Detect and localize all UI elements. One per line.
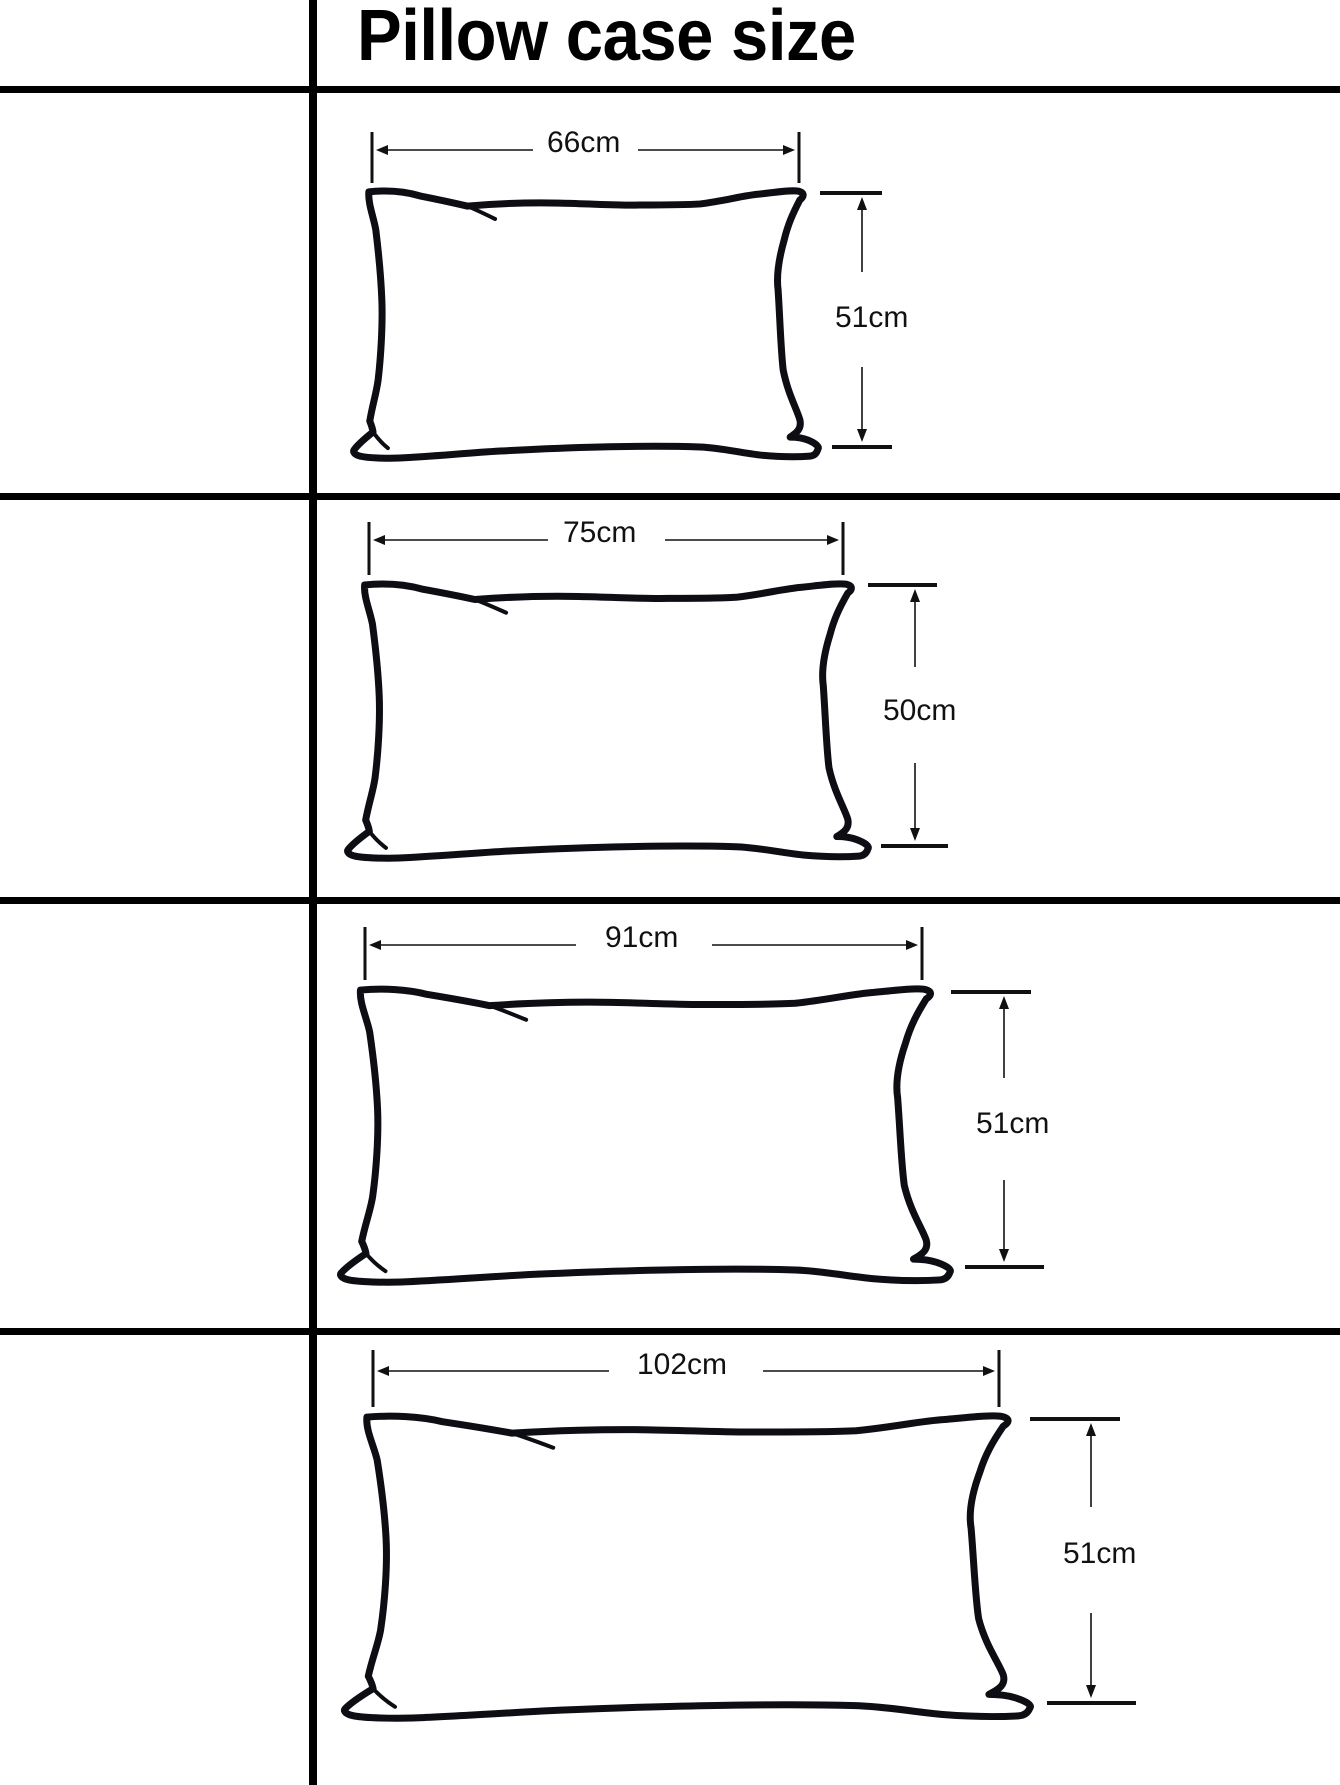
width-label: 102cm <box>637 1348 728 1381</box>
height-label: 50cm <box>883 694 957 727</box>
width-label: 75cm <box>563 516 637 549</box>
page-title: Pillow case size <box>357 0 856 76</box>
pillow-outline-icon <box>341 988 950 1282</box>
height-label: 51cm <box>1063 1537 1137 1570</box>
pillow-outline-icon <box>354 190 818 458</box>
table-row-divider <box>0 897 1340 904</box>
table-row-divider <box>0 493 1340 500</box>
table-vertical-divider <box>309 0 317 1785</box>
height-label: 51cm <box>835 301 909 334</box>
width-label: 66cm <box>547 126 621 159</box>
pillow-outline-icon <box>345 1415 1030 1718</box>
table-row-divider <box>0 1328 1340 1335</box>
table-header-divider <box>0 86 1340 93</box>
pillow-outline-icon <box>348 583 868 858</box>
width-label: 91cm <box>605 921 679 954</box>
height-label: 51cm <box>976 1107 1050 1140</box>
